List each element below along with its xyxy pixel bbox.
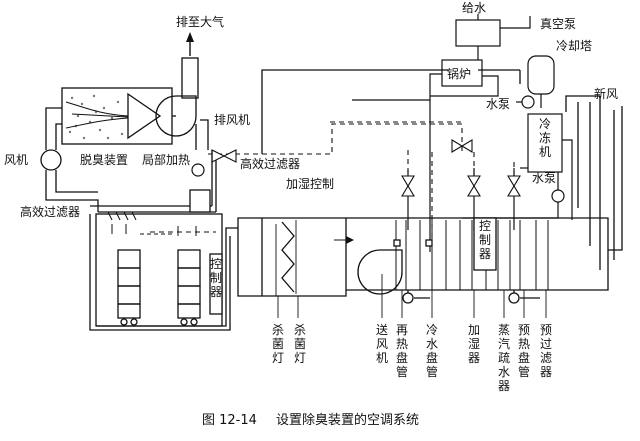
boiler-box [441,59,483,87]
bottom-label-6: 加湿器 [468,323,480,365]
bottom-label-5: 冷水盘管 [426,323,438,379]
deodorizer-media [68,94,124,140]
fan-circle [40,149,62,171]
leader-lines [277,274,547,318]
chiller-box [527,113,563,173]
supply-fan [357,249,403,295]
label-chiller: 冷冻机 [539,117,551,159]
pump-right [551,189,565,203]
rack-left [117,249,141,326]
utility-piping [352,14,573,252]
label-boiler: 锅炉 [447,66,471,81]
label-controller-room: 控制器 [210,257,222,299]
clean-room [95,189,223,327]
duct-lines [45,69,601,270]
deodorizer-unit [61,87,173,145]
label-humidity-control: 加湿控制 [286,176,334,191]
water-tank [455,19,501,47]
bottom-label-8: 预热盘管 [518,323,530,379]
humidifier-coil [281,221,295,293]
bottom-label-4: 再热盘管 [396,323,408,379]
bottom-label-1: 杀菌灯 [272,322,284,365]
label-deodorizer: 脱臭装置 [80,152,128,167]
label-fan: 风机 [4,153,28,167]
caption-number: 图 12-14 [202,413,257,428]
label-hepa-filter-mid: 高效过滤器 [240,156,300,171]
air-handling-unit [237,217,609,304]
controller-ahu-box [473,217,497,271]
bottom-label-3: 送风机 [376,322,388,365]
bottom-label-9: 预过滤器 [540,323,552,379]
label-fresh-air: 新风 [594,86,618,101]
label-hepa-filter-left: 高效过滤器 [20,204,80,219]
label-cooling-tower: 冷却塔 [556,39,592,53]
exhaust-fan [155,57,199,137]
label-water-supply: 给水 [462,1,486,15]
exhaust-arrow [186,32,194,56]
label-vacuum-pump: 真空泵 [540,17,576,31]
bottom-label-7: 蒸汽疏水器 [498,323,510,393]
caption-title: 设置除臭装置的空调系统 [276,412,419,428]
label-exhaust-fan: 排风机 [214,113,250,127]
label-exhaust-to-atmosphere: 排至大气 [176,14,224,29]
label-local-heating: 局部加热 [142,152,190,167]
label-water-pump-top: 水泵 [486,97,510,111]
valves [211,139,521,197]
label-controller-ahu: 控制器 [479,219,491,261]
diagram-labels: 给水 真空泵 冷却塔 排至大气 锅炉 水泵 新风 排风机 风机 脱臭装置 局部加… [4,1,618,219]
figure-caption: 图 12-14 设置除臭装置的空调系统 [202,412,419,428]
bottom-label-2: 杀菌灯 [294,322,306,365]
rack-right [177,249,201,326]
vertical-labels: 冷冻机 控制器 控制器 [210,117,551,299]
pump-top [521,95,535,109]
local-heater-circle [191,163,205,177]
cooling-tower [527,55,555,95]
label-water-pump-right: 水泵 [532,171,556,185]
